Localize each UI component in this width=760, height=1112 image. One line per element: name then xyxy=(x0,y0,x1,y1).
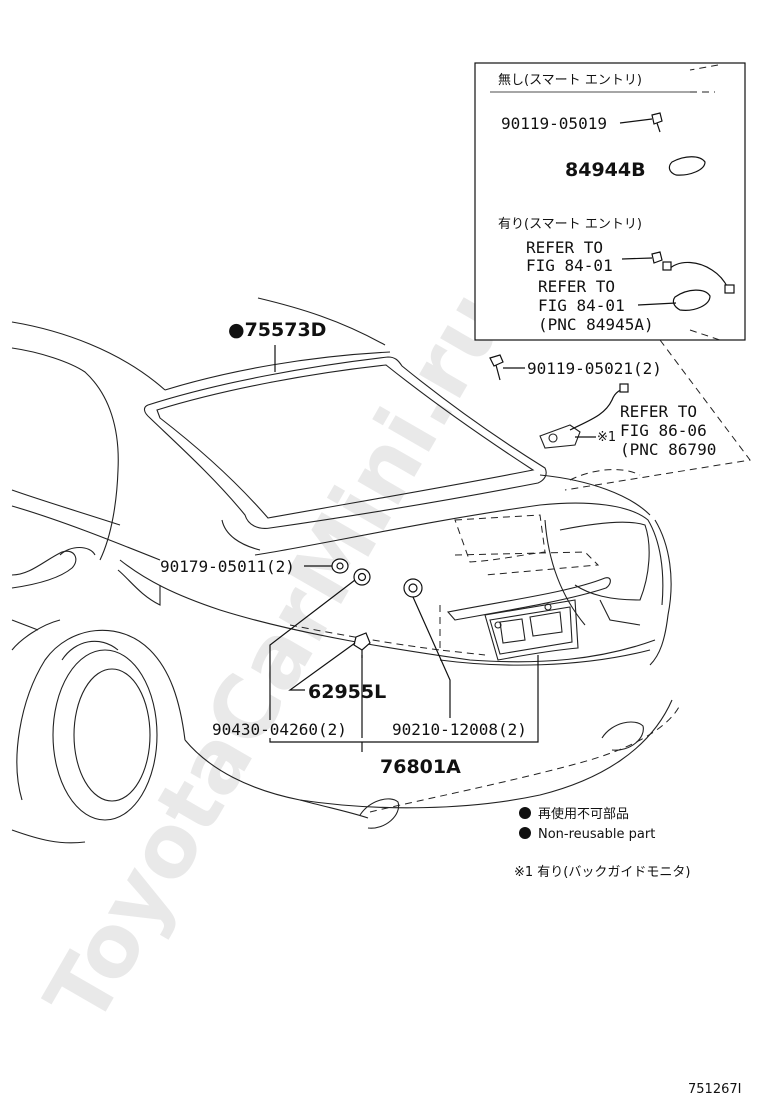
license-plate-garnish xyxy=(446,577,611,661)
leader-lines xyxy=(269,118,677,752)
label-90179-05011: 90179-05011(2) xyxy=(160,557,295,576)
label-84944b: 84944B xyxy=(565,159,646,181)
grommet-90210-12008 xyxy=(403,578,423,598)
refer-2-line1: REFER TO xyxy=(538,277,615,296)
label-90210-12008: 90210-12008(2) xyxy=(392,720,527,739)
refer-2-line2: FIG 84-01 xyxy=(538,296,625,315)
refer-3-line2: FIG 86-06 xyxy=(620,421,707,440)
nut-90430-04260 xyxy=(353,568,371,586)
part-62955l xyxy=(353,632,371,658)
back-camera-part xyxy=(539,383,629,449)
refer-1-line2: FIG 84-01 xyxy=(526,256,613,275)
rear-window-molding xyxy=(143,356,547,529)
label-90430-04260: 90430-04260(2) xyxy=(212,720,347,739)
clip-90179-05011 xyxy=(331,558,349,574)
label-75573d: ●75573D xyxy=(228,319,326,341)
legend: 再使用不可部品 Non-reusable part ※1 有り(バックガイドモニ… xyxy=(514,806,690,880)
inset-header-no-smart-entry: 無し(スマート エントリ) xyxy=(498,73,642,88)
smart-entry-inset xyxy=(474,62,746,341)
label-76801a: 76801A xyxy=(380,756,461,778)
car-body-outline xyxy=(11,297,673,844)
bolt-90119-05021 xyxy=(489,354,504,381)
refer-3-line1: REFER TO xyxy=(620,402,697,421)
label-90119-05019: 90119-05019 xyxy=(501,114,607,133)
refer-3-line3: (PNC 86790 xyxy=(620,440,716,459)
label-62955l: 62955L xyxy=(308,681,386,703)
figure-id: 751267I xyxy=(688,1082,741,1097)
refer-2-line3: (PNC 84945A) xyxy=(538,315,654,334)
refer-1-line1: REFER TO xyxy=(526,238,603,257)
label-90119-05021: 90119-05021(2) xyxy=(527,359,662,378)
legend-footnote: ※1 有り(バックガイドモニタ) xyxy=(514,865,690,880)
legend-non-reusable-en: Non-reusable part xyxy=(538,827,655,842)
note-mark-1: ※1 xyxy=(597,430,616,445)
inset-header-with-smart-entry: 有り(スマート エントリ) xyxy=(498,217,642,232)
legend-non-reusable-jp: 再使用不可部品 xyxy=(538,806,629,822)
